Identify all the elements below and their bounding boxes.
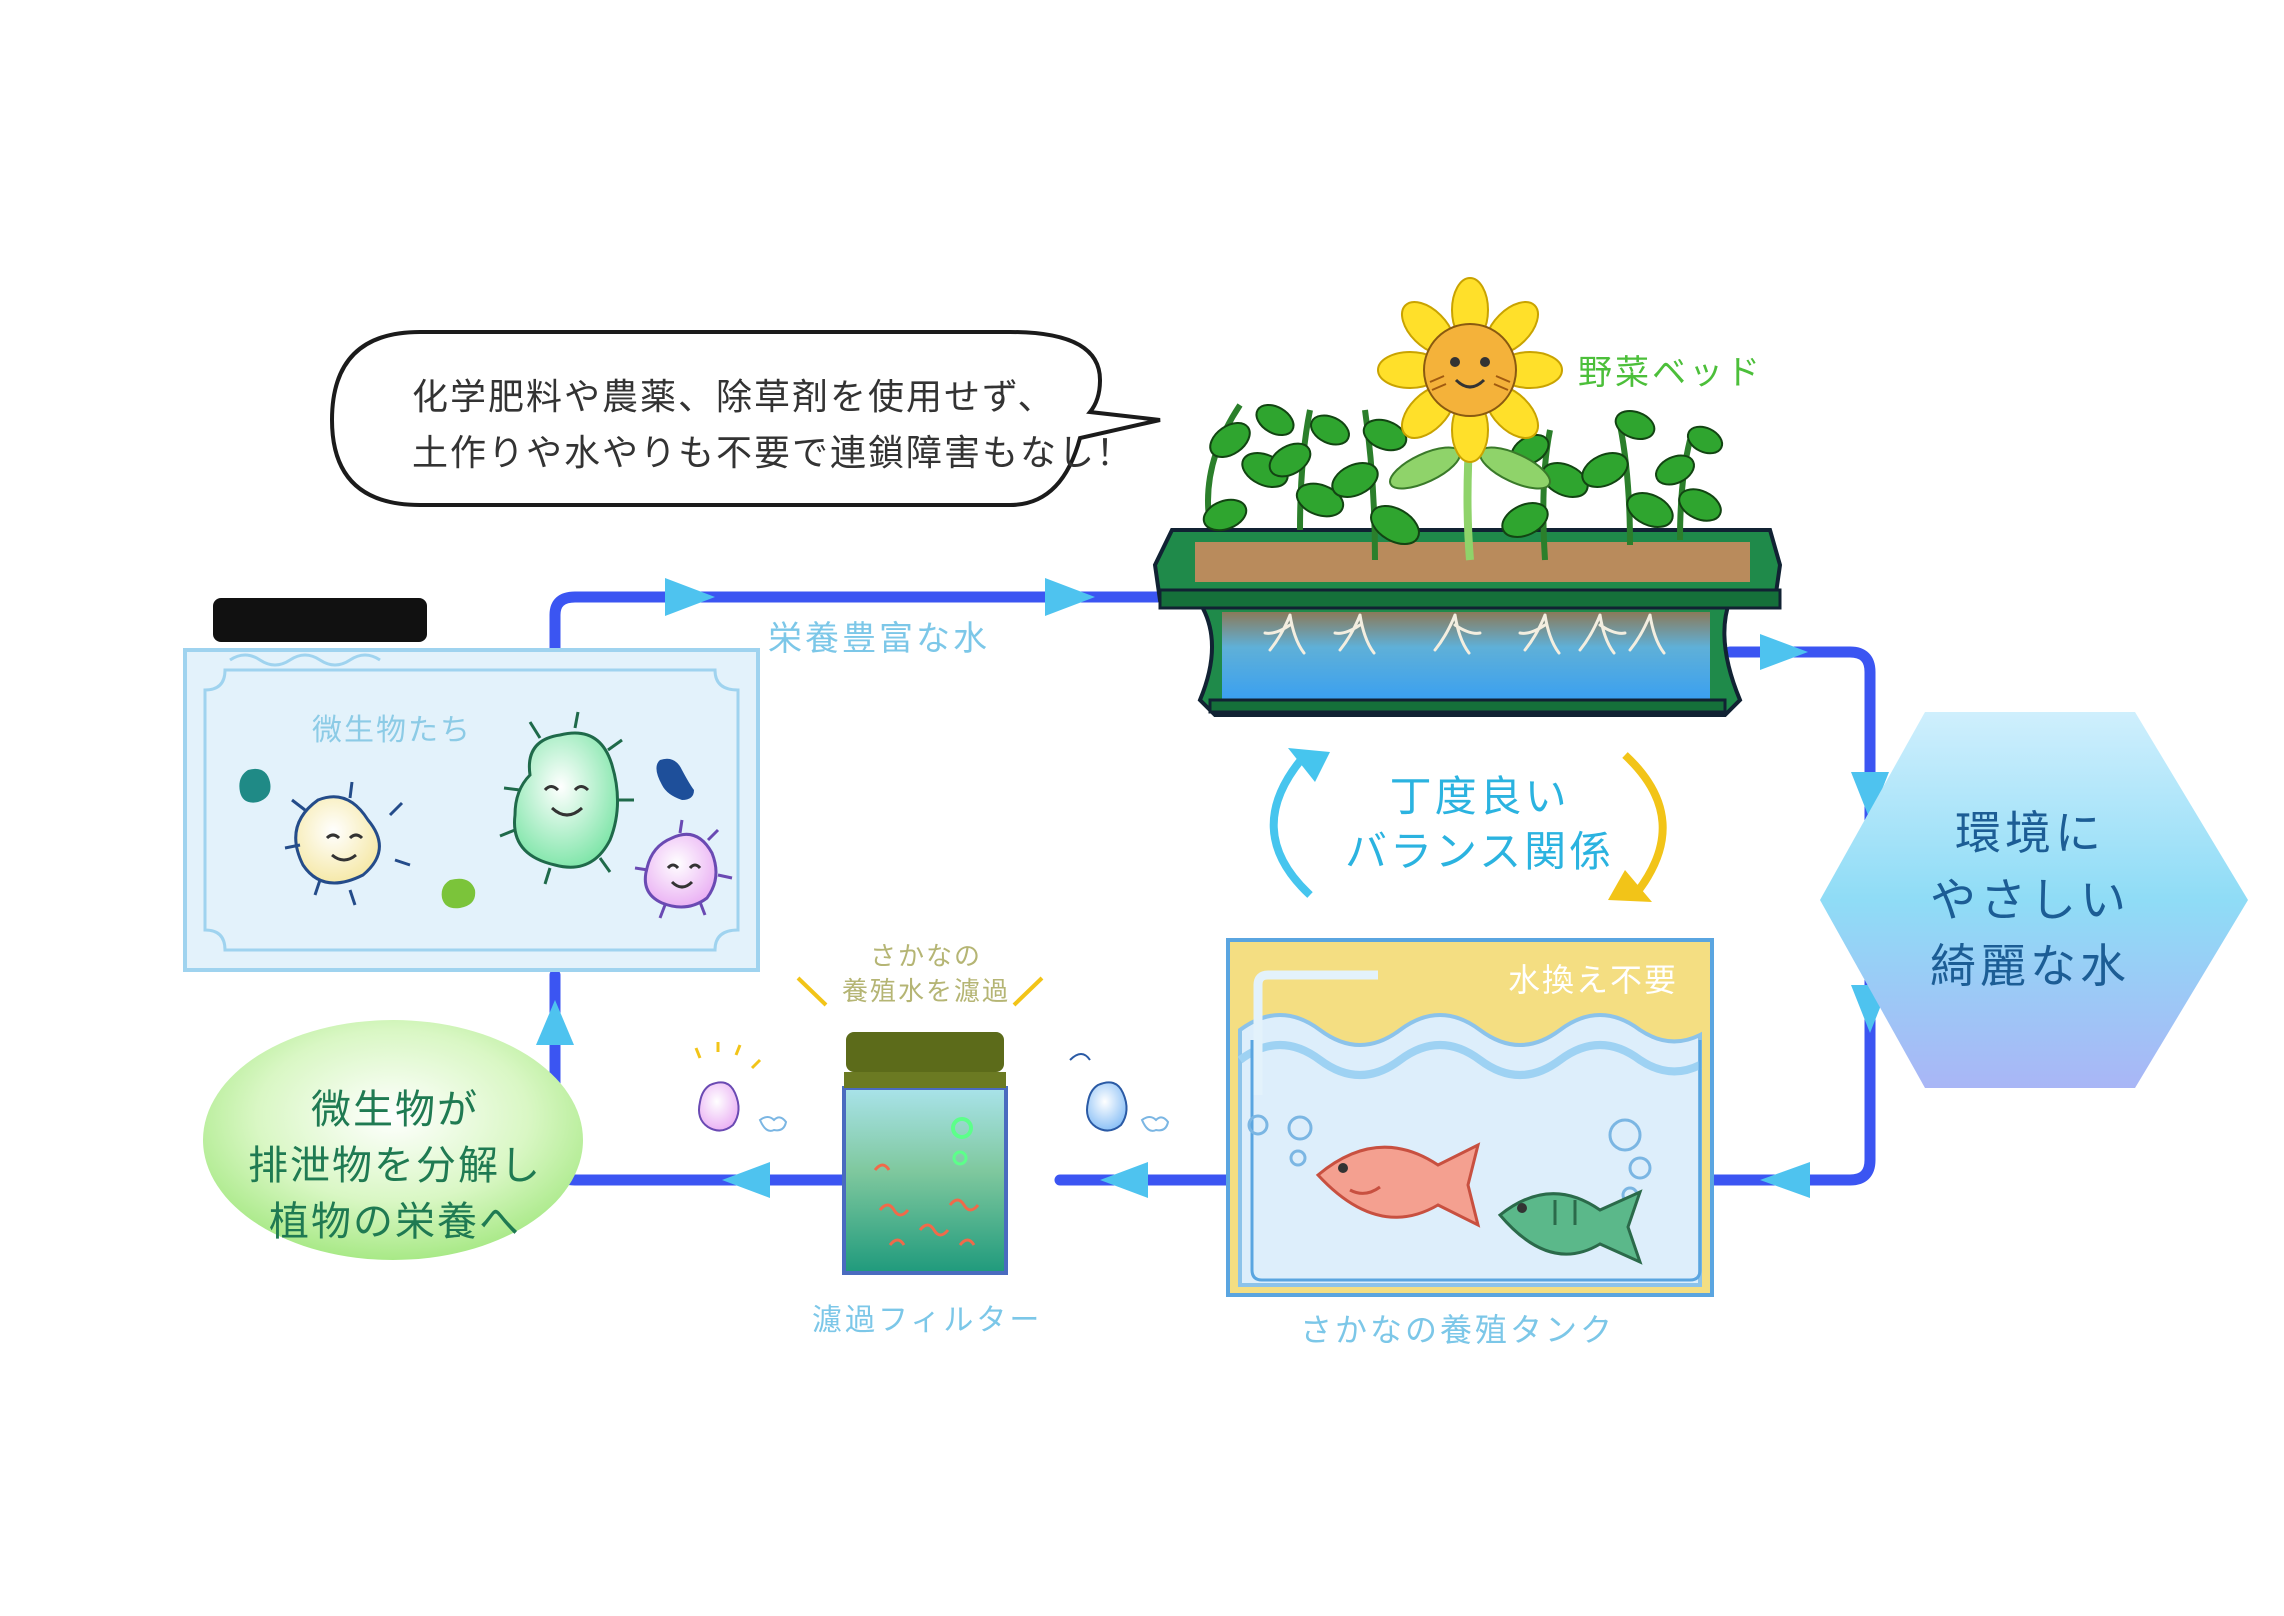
- vegetable-bed-label: 野菜ベッド: [1578, 353, 1763, 393]
- decompose-text: 微生物が 排泄物を分解し 植物の栄養へ: [210, 1082, 580, 1250]
- microbe-icon: [499, 711, 634, 885]
- flow-arrow-icon: [722, 1162, 770, 1198]
- decompose-line-3: 植物の栄養へ: [269, 1199, 521, 1245]
- balance-line-2: バランス関係: [1345, 826, 1615, 876]
- balance-line-1: 丁度良い: [1389, 772, 1570, 821]
- filter-note-line-2: 養殖水を濾過: [842, 977, 1011, 1008]
- environment-line-3: 綺麗な水: [1930, 939, 2130, 994]
- filter-note: さかなの 養殖水を濾過: [842, 940, 1010, 1010]
- speech-line-2: 土作りや水やりも不要で連鎖障害もなし！: [412, 432, 1135, 474]
- decompose-bubble: [203, 1020, 583, 1260]
- nutrient-water-label: 栄養豊富な水: [768, 619, 990, 659]
- flow-arrow-icon: [536, 1000, 574, 1045]
- pipe-top: [549, 591, 1166, 658]
- cycle-arrow-icon: [1269, 748, 1330, 898]
- environment-line-2: やさしい: [1930, 872, 2130, 927]
- decompose-line-1: 微生物が: [311, 1087, 479, 1133]
- microbe-icon: [239, 768, 271, 803]
- flow-arrow-icon: [1100, 1162, 1148, 1198]
- speech-bubble-icon: [329, 330, 1161, 507]
- flow-arrow-icon: [1760, 634, 1808, 670]
- fish-icon: [1497, 1189, 1643, 1265]
- speech-bubble-text: 化学肥料や農薬、除草剤を使用せず、 土作りや水やりも不要で連鎖障害もなし！: [412, 370, 1134, 482]
- microbe-icon: [634, 819, 733, 919]
- sunflower-icon: [1377, 277, 1563, 561]
- flow-arrow-icon: [1851, 772, 1889, 820]
- environment-line-1: 環境に: [1955, 806, 2105, 860]
- environment-hexagon: [1820, 712, 2248, 1088]
- filter-icon: [842, 1032, 1008, 1275]
- vegetable-bed: [1152, 528, 1783, 717]
- microbe-icon: [284, 781, 411, 906]
- microbe-icon: [656, 758, 694, 800]
- speech-line-1: 化学肥料や農薬、除草剤を使用せず、: [412, 377, 1056, 418]
- flow-arrow-icon: [665, 578, 715, 616]
- flow-arrow-icon: [1045, 578, 1095, 616]
- microbe-tank: [183, 598, 761, 972]
- filter-label: 濾過フィルター: [812, 1303, 1043, 1338]
- filter-note-marks: [796, 976, 1044, 1007]
- microbe-icon: [441, 878, 476, 909]
- balance-text: 丁度良い バランス関係: [1345, 770, 1614, 879]
- microbe-icon: [1069, 1053, 1170, 1132]
- decompose-line-2: 排泄物を分解し: [248, 1143, 542, 1189]
- pipe-bottom-left: [549, 969, 848, 1186]
- microbes-label: 微生物たち: [312, 713, 472, 748]
- no-water-change-label: 水換え不要: [1508, 961, 1679, 999]
- filter-note-line-1: さかなの: [870, 942, 983, 972]
- cycle-arrow-icon: [1608, 752, 1667, 902]
- environment-text: 環境に やさしい 綺麗な水: [1820, 800, 2240, 1000]
- microbe-icon: [694, 1042, 788, 1132]
- flow-arrows: [536, 578, 1889, 1198]
- flow-arrow-icon: [1760, 1162, 1810, 1198]
- fish-tank-label: さかなの養殖タンク: [1300, 1311, 1616, 1349]
- fish-icon: [1315, 1142, 1481, 1228]
